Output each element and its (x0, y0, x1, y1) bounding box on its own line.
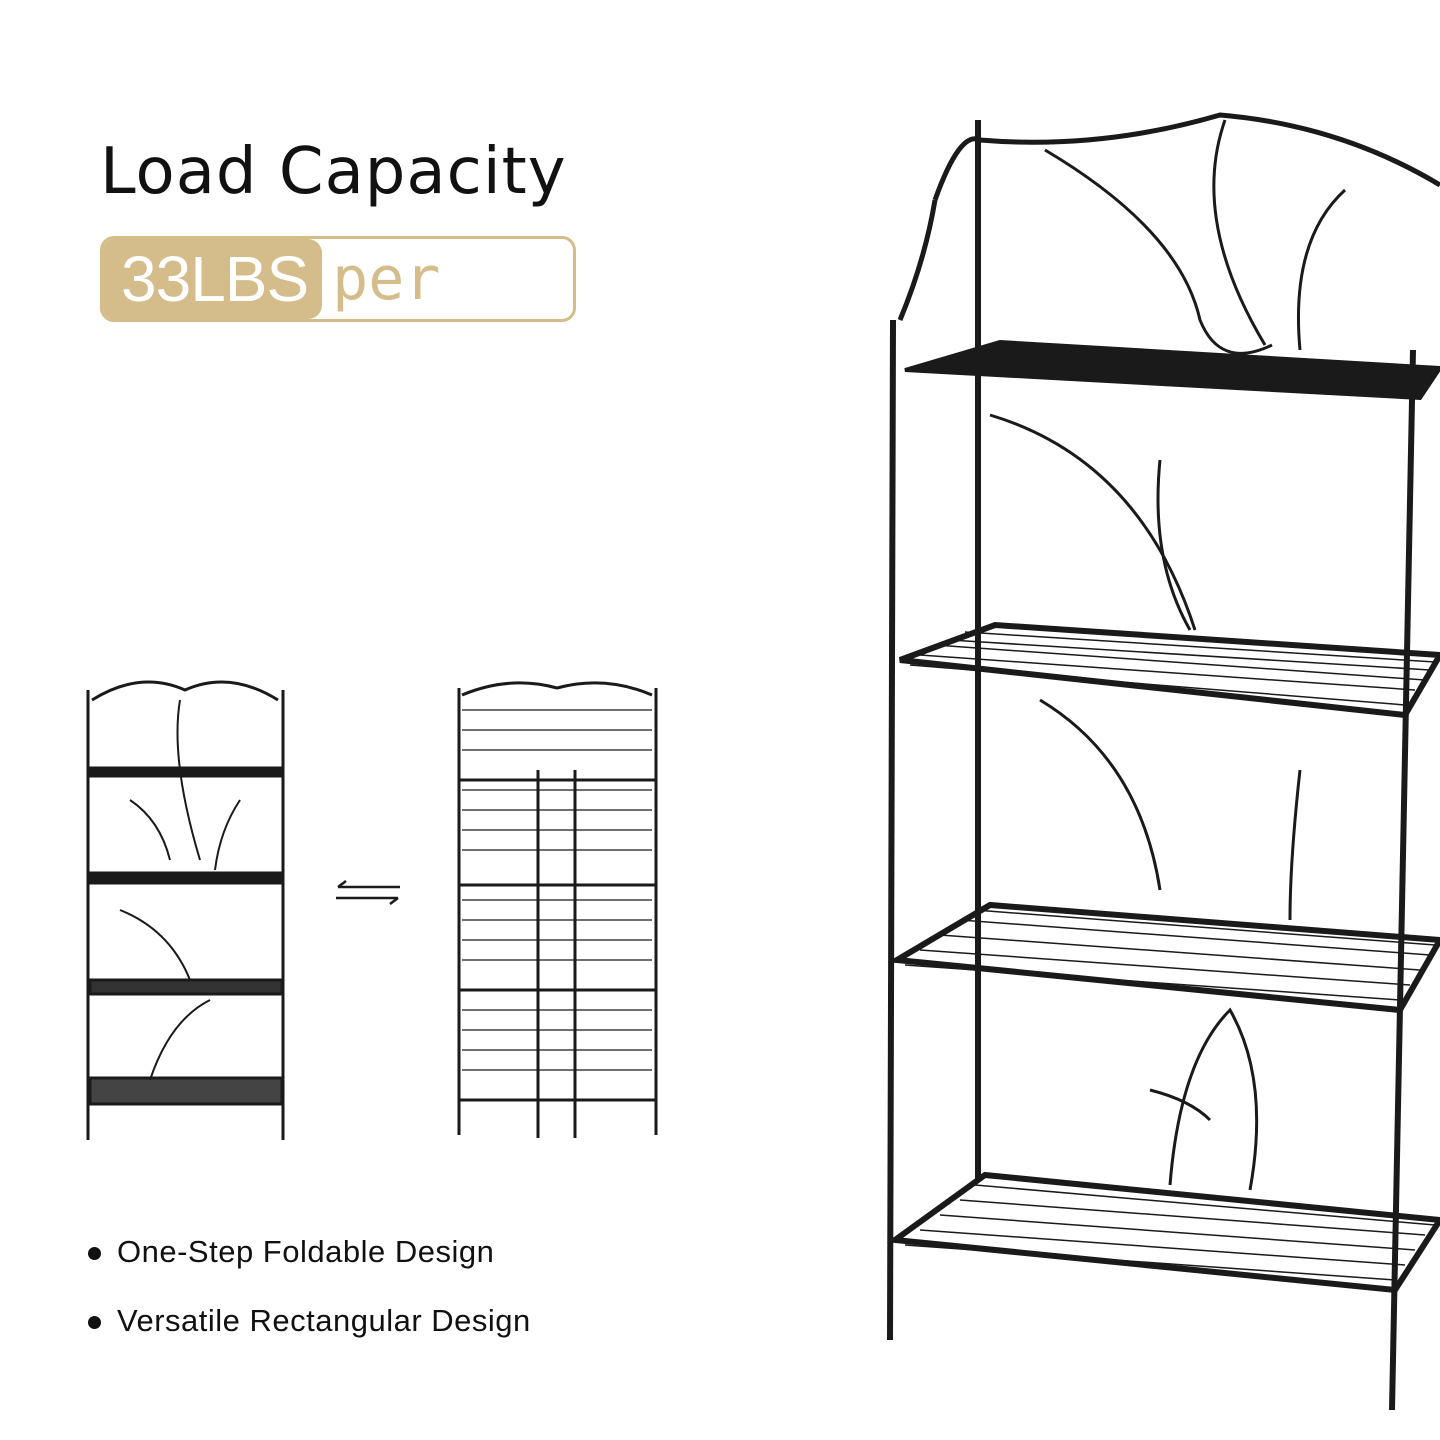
bullet-icon (88, 1316, 101, 1330)
folded-rack-image (457, 681, 658, 1138)
bullet-icon (88, 1247, 101, 1261)
feature-item: One-Step Foldable Design (88, 1234, 494, 1270)
badge-unit: per tier (332, 244, 441, 314)
swap-arrows-icon (336, 880, 400, 905)
feature-item: Versatile Rectangular Design (88, 1303, 531, 1339)
badge-value: 33LBS (103, 239, 323, 319)
small-rack-image (86, 680, 285, 1140)
load-capacity-badge: 33LBS per tier (100, 236, 576, 322)
large-rack-image (886, 112, 1440, 1411)
heading: Load Capacity (100, 135, 567, 209)
